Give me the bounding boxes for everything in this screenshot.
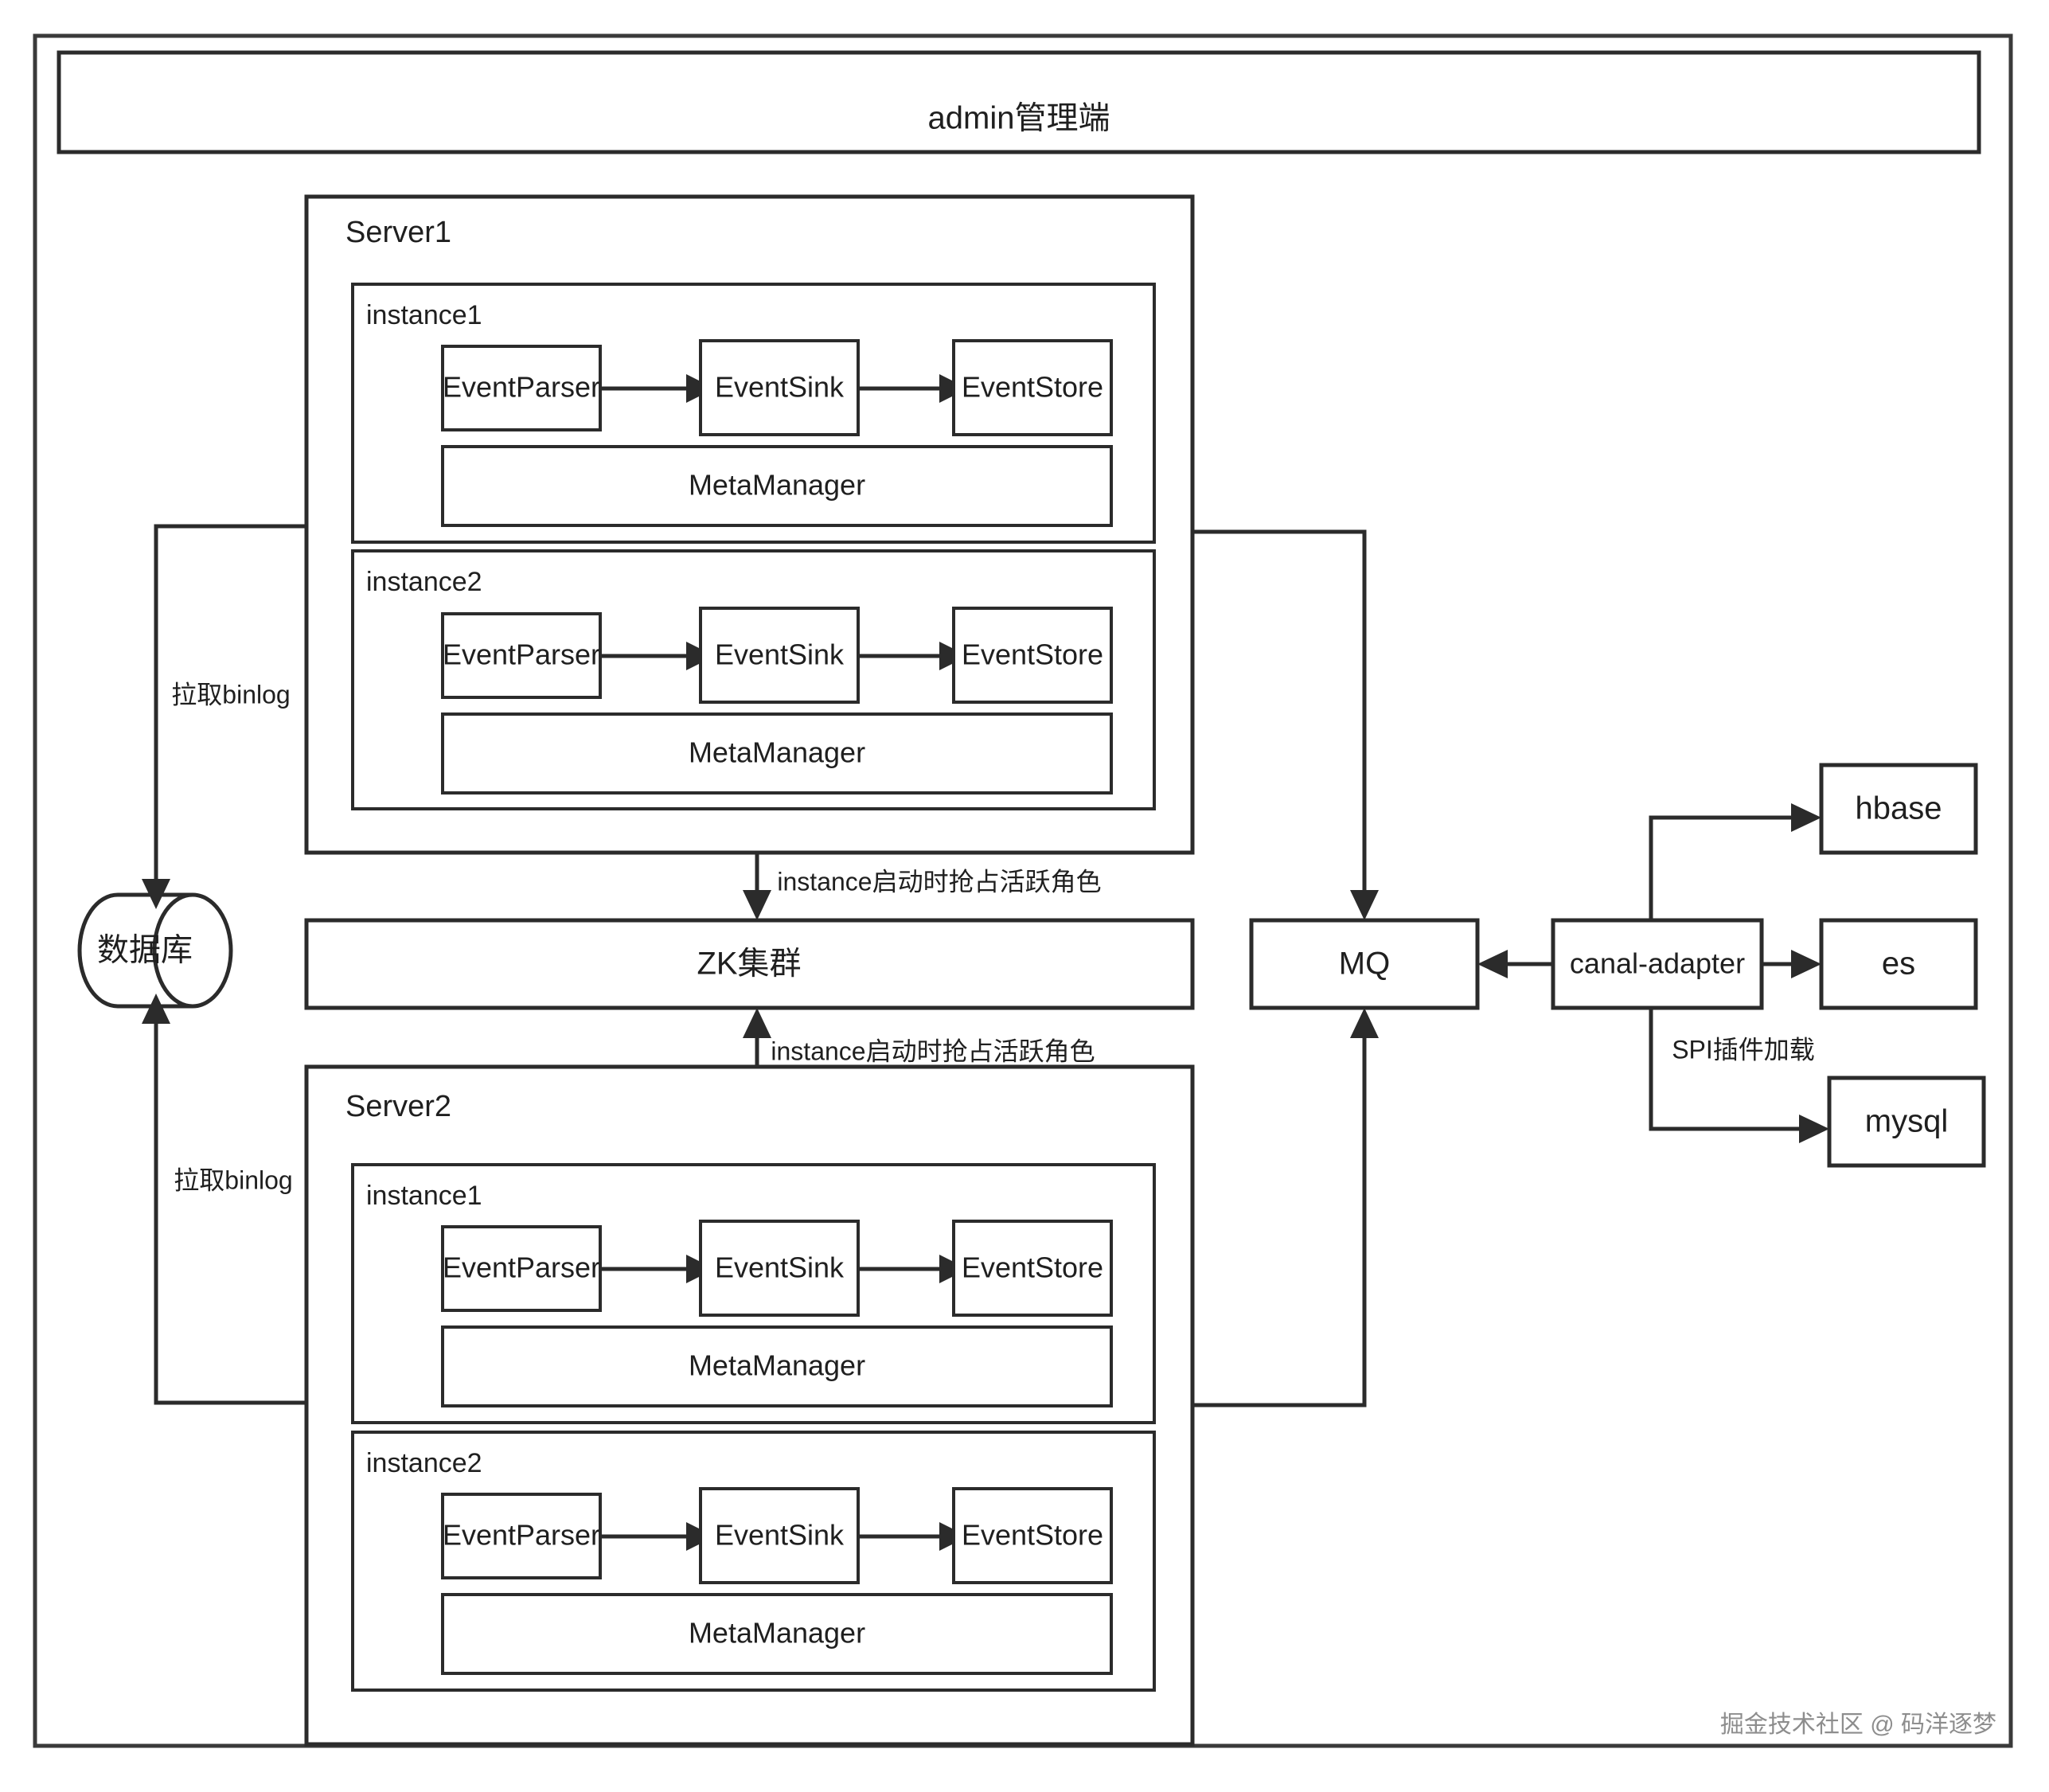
edge-label-spi-plugin: SPI插件加载 — [1672, 1035, 1815, 1064]
server2-instance1-eventstore-label: EventStore — [962, 1251, 1103, 1284]
server1-instance2-eventsink-box[interactable] — [699, 607, 860, 704]
server2-instance1-eventparser-box[interactable] — [441, 1225, 602, 1312]
server2-instance1-metamanager-box[interactable] — [441, 1325, 1113, 1407]
server2-instance2-eventstore-label: EventStore — [962, 1519, 1103, 1552]
hbase-box[interactable] — [1819, 763, 1978, 855]
edge-canal-adapter-to-hbase — [1649, 815, 1791, 920]
server1-instance2-metamanager-label: MetaManager — [689, 736, 865, 769]
es-label: es — [1882, 947, 1915, 982]
server1-label: Server1 — [345, 216, 451, 249]
edge-canal-adapter-to-mysql — [1649, 1008, 1799, 1131]
mysql-label: mysql — [1865, 1104, 1948, 1139]
server1-instance1-eventstore-box[interactable] — [952, 339, 1113, 436]
edge-server2-to-mq — [1192, 1038, 1367, 1407]
mq-box[interactable] — [1249, 918, 1480, 1010]
edge-label-zk-claim-bottom: instance启动时抢占活跃角色 — [771, 1037, 1095, 1065]
server2-instance2-eventsink-label: EventSink — [715, 1519, 845, 1552]
edge-server2-to-database-arrowhead — [142, 994, 170, 1024]
edge-canal-adapter-to-hbase-arrowhead — [1791, 803, 1821, 832]
edge-server2-to-zk-arrowhead — [743, 1008, 771, 1038]
server2-instance2-metamanager-box[interactable] — [441, 1593, 1113, 1675]
server1-instance2-metamanager-box[interactable] — [441, 713, 1113, 794]
edge-label-pull-binlog-top: 拉取binlog — [171, 680, 290, 709]
server2-instance2-label: instance2 — [366, 1448, 482, 1478]
database-label: 数据库 — [97, 933, 193, 968]
mysql-box[interactable] — [1827, 1076, 1986, 1168]
server2-instance1-eventsink-label: EventSink — [715, 1251, 845, 1284]
server2-instance1-eventparser-label: EventParser — [443, 1251, 600, 1284]
canal-adapter-label: canal-adapter — [1570, 947, 1745, 980]
server1-instance2-eventstore-box[interactable] — [952, 607, 1113, 704]
server1-instance1-eventsink-label: EventSink — [715, 371, 845, 404]
mq-label: MQ — [1339, 947, 1390, 982]
edge-server1-to-mq-arrowhead — [1350, 890, 1379, 920]
admin-console-box[interactable] — [57, 50, 1981, 154]
edge-canal-adapter-to-mysql-arrowhead — [1799, 1115, 1829, 1143]
server2-label: Server2 — [345, 1090, 451, 1123]
server2-instance2-eventparser-box[interactable] — [441, 1493, 602, 1579]
server1-instance2-label: instance2 — [366, 567, 482, 597]
server2-instance2-metamanager-label: MetaManager — [689, 1617, 865, 1649]
edge-server1-to-database-arrowhead — [142, 879, 170, 909]
server1-instance1-metamanager-box[interactable] — [441, 445, 1113, 527]
zk-cluster-label: ZK集群 — [697, 947, 801, 982]
edge-label-zk-claim-top: instance启动时抢占活跃角色 — [777, 867, 1101, 896]
edge-server1-to-zk-arrowhead — [743, 890, 771, 920]
edge-label-pull-binlog-bottom: 拉取binlog — [174, 1165, 292, 1194]
zk-cluster-box[interactable] — [304, 918, 1195, 1010]
server2-instance1-eventsink-box[interactable] — [699, 1220, 860, 1317]
server2-instance1-eventstore-box[interactable] — [952, 1220, 1113, 1317]
server1-instance1-eventparser-label: EventParser — [443, 371, 600, 404]
hbase-label: hbase — [1856, 791, 1942, 826]
server1-instance2-eventparser-box[interactable] — [441, 612, 602, 699]
watermark-label: 掘金技术社区 @ 码洋逐梦 — [1720, 1712, 1996, 1738]
edge-canal-adapter-to-mq-arrowhead — [1477, 950, 1508, 978]
server1-instance1-metamanager-label: MetaManager — [689, 469, 865, 502]
server1-instance1-eventstore-label: EventStore — [962, 371, 1103, 404]
server1-instance1-label: instance1 — [366, 300, 482, 330]
edge-server2-to-mq-arrowhead — [1350, 1008, 1379, 1038]
admin-console-label: admin管理端 — [928, 101, 1110, 136]
database-cylinder-cap — [152, 892, 193, 1009]
edge-server1-to-database — [154, 524, 306, 879]
server2-instance2-eventparser-label: EventParser — [443, 1519, 600, 1552]
server1-instance2-eventsink-label: EventSink — [715, 638, 845, 671]
es-box[interactable] — [1819, 918, 1978, 1010]
server2-instance1-label: instance1 — [366, 1181, 482, 1211]
edge-server2-to-database — [154, 1024, 306, 1405]
server2-instance2-eventstore-box[interactable] — [952, 1487, 1113, 1584]
edge-server1-to-mq — [1192, 529, 1367, 890]
server1-instance2-eventstore-label: EventStore — [962, 638, 1103, 671]
server1-instance2-eventparser-label: EventParser — [443, 638, 600, 671]
edge-canal-adapter-to-es-arrowhead — [1791, 950, 1821, 978]
server1-instance1-eventparser-box[interactable] — [441, 345, 602, 431]
server1-instance1-eventsink-box[interactable] — [699, 339, 860, 436]
server2-instance1-metamanager-label: MetaManager — [689, 1349, 865, 1382]
